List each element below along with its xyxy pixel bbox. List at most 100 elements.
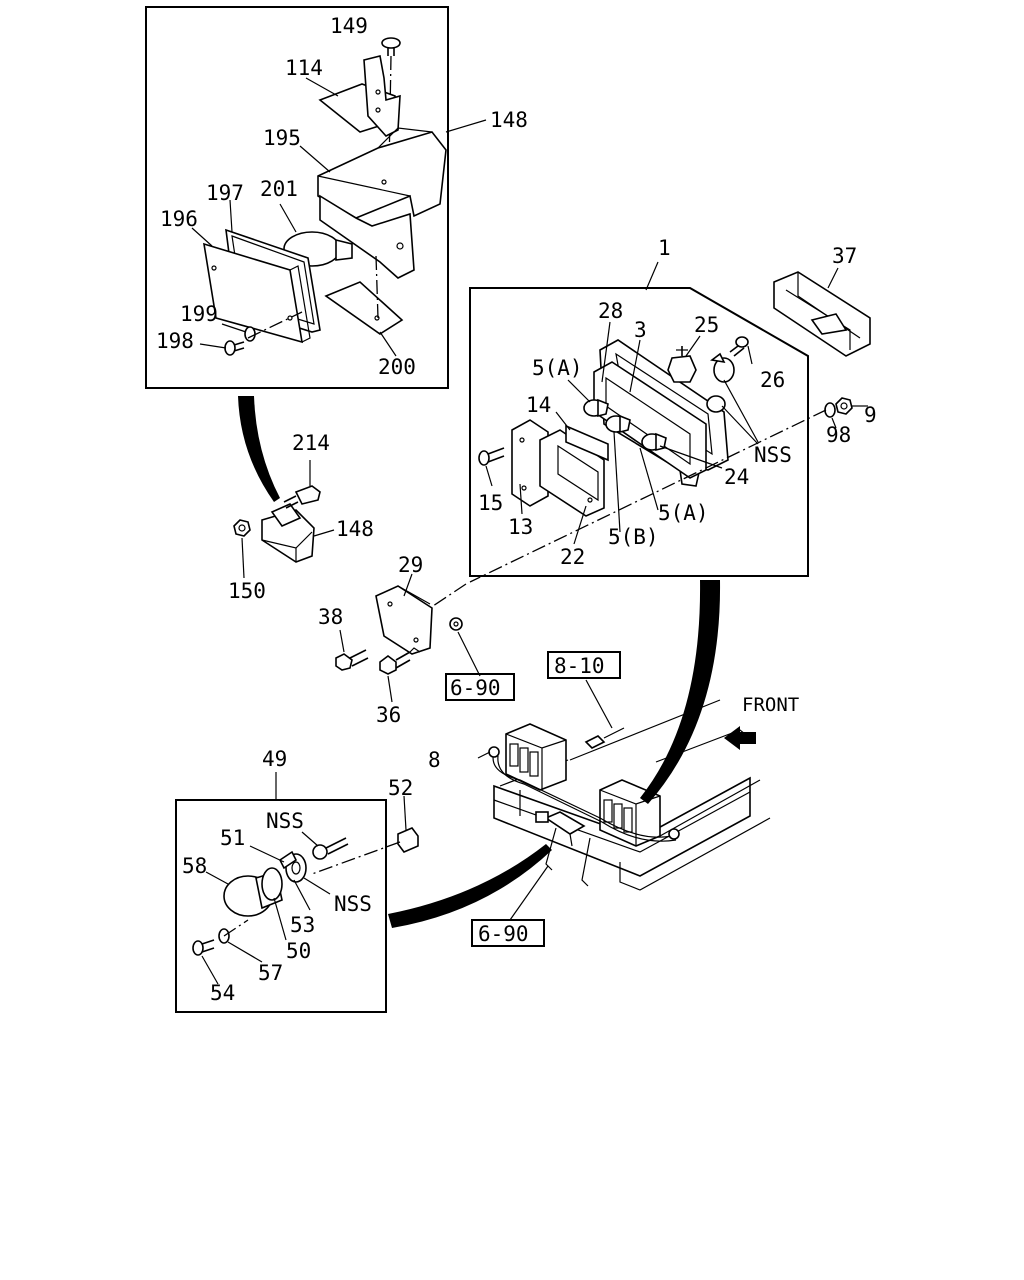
reflector-14 bbox=[565, 424, 609, 462]
connector-52 bbox=[397, 827, 419, 853]
housing-195 bbox=[317, 127, 447, 279]
small-lamp-148 bbox=[261, 503, 315, 563]
label-37: 37 bbox=[832, 244, 857, 268]
bolt-38 bbox=[335, 649, 369, 671]
label-114: 114 bbox=[285, 56, 323, 80]
label-14: 14 bbox=[526, 393, 551, 417]
label-5b: 5(B) bbox=[608, 525, 659, 549]
label-5a-upper: 5(A) bbox=[532, 356, 583, 380]
nss-part-lower bbox=[706, 395, 726, 413]
label-38: 38 bbox=[318, 605, 343, 629]
screw-54 bbox=[192, 939, 215, 956]
label-98: 98 bbox=[826, 423, 851, 447]
nut-150 bbox=[233, 519, 251, 537]
screw-26 bbox=[729, 336, 749, 357]
washer-199 bbox=[244, 326, 256, 342]
leaders-top-left bbox=[191, 77, 487, 357]
label-25: 25 bbox=[694, 313, 719, 337]
label-53: 53 bbox=[290, 913, 315, 937]
label-13: 13 bbox=[508, 515, 533, 539]
lamp-assembly-49 bbox=[192, 837, 349, 956]
label-49: 49 bbox=[262, 747, 287, 771]
label-200: 200 bbox=[378, 355, 416, 379]
inset-box-top-left bbox=[145, 6, 449, 389]
front-label: FRONT bbox=[742, 694, 799, 716]
ref-box-6-90-upper bbox=[445, 673, 515, 701]
part-number-labels: 149 114 148 195 197 201 196 199 198 200 … bbox=[156, 14, 877, 1005]
label-26: 26 bbox=[760, 368, 785, 392]
label-54: 54 bbox=[210, 981, 235, 1005]
label-199: 199 bbox=[180, 302, 218, 326]
screw-149 bbox=[381, 37, 401, 56]
socket-25 bbox=[667, 346, 697, 383]
label-214: 214 bbox=[292, 431, 330, 455]
lens-196 bbox=[203, 242, 311, 344]
lens-13 bbox=[511, 419, 549, 507]
bracket-29 bbox=[375, 585, 433, 655]
axis-line-main bbox=[469, 409, 827, 583]
nut-9 bbox=[835, 397, 853, 415]
label-15: 15 bbox=[478, 491, 503, 515]
label-nss-plug: NSS bbox=[266, 809, 304, 833]
label-201: 201 bbox=[260, 177, 298, 201]
ref-box-6-90-lower bbox=[471, 919, 545, 947]
label-3: 3 bbox=[634, 318, 647, 342]
front-arrow-icon bbox=[724, 726, 756, 750]
label-150: 150 bbox=[228, 579, 266, 603]
clip-51 bbox=[278, 850, 298, 870]
label-198: 198 bbox=[156, 329, 194, 353]
nss-plug bbox=[312, 837, 349, 860]
screw-15 bbox=[478, 447, 505, 466]
plate-200 bbox=[324, 281, 404, 335]
label-195: 195 bbox=[263, 126, 301, 150]
ref-6-90-upper: 6-90 bbox=[450, 676, 501, 700]
inset-box-bottom-left bbox=[175, 799, 387, 1013]
socket-50 bbox=[261, 867, 283, 901]
bolt-36 bbox=[379, 647, 421, 675]
curved-pointer-148 bbox=[238, 396, 280, 502]
label-196: 196 bbox=[160, 207, 198, 231]
label-1: 1 bbox=[658, 236, 671, 260]
label-52: 52 bbox=[388, 776, 413, 800]
bolt-214 bbox=[283, 485, 321, 509]
bracket-114 bbox=[318, 55, 401, 137]
axis-line-lower bbox=[429, 583, 467, 609]
label-51: 51 bbox=[220, 826, 245, 850]
bulb-5b bbox=[605, 414, 631, 434]
ref-6-90-lower: 6-90 bbox=[478, 922, 529, 946]
label-28: 28 bbox=[598, 299, 623, 323]
nss-part-upper bbox=[710, 352, 735, 383]
label-24: 24 bbox=[724, 465, 749, 489]
inset-box-center-right bbox=[469, 287, 809, 577]
label-8: 8 bbox=[428, 748, 441, 772]
label-9: 9 bbox=[864, 403, 877, 427]
ref-box-8-10 bbox=[547, 651, 621, 679]
leaders-bottom-left bbox=[201, 795, 407, 985]
curved-pointer-combination-lamp bbox=[640, 580, 721, 804]
label-57: 57 bbox=[258, 961, 283, 985]
label-nss-ring: NSS bbox=[334, 892, 372, 916]
bulb-5a-lower bbox=[641, 432, 667, 452]
lamp-assembly-148 bbox=[203, 37, 447, 356]
screw-198 bbox=[224, 340, 245, 356]
label-58: 58 bbox=[182, 854, 207, 878]
washer-6-90 bbox=[449, 617, 463, 631]
label-36: 36 bbox=[376, 703, 401, 727]
bulb-5a-upper bbox=[583, 398, 609, 418]
label-148-mid: 148 bbox=[336, 517, 374, 541]
label-149: 149 bbox=[330, 14, 368, 38]
label-29: 29 bbox=[398, 553, 423, 577]
washer-98 bbox=[824, 402, 836, 418]
curved-pointer-lamp-49 bbox=[388, 844, 552, 928]
ref-8-10: 8-10 bbox=[554, 654, 605, 678]
combination-lamp-1 bbox=[478, 336, 749, 517]
label-5a-lower: 5(A) bbox=[658, 501, 709, 525]
leaders-center-right bbox=[485, 321, 759, 545]
label-22: 22 bbox=[560, 545, 585, 569]
vehicle-rear-chassis bbox=[488, 699, 771, 891]
label-nss-center: NSS bbox=[754, 443, 792, 467]
label-50: 50 bbox=[286, 939, 311, 963]
label-197: 197 bbox=[206, 181, 244, 205]
label-148-top: 148 bbox=[490, 108, 528, 132]
